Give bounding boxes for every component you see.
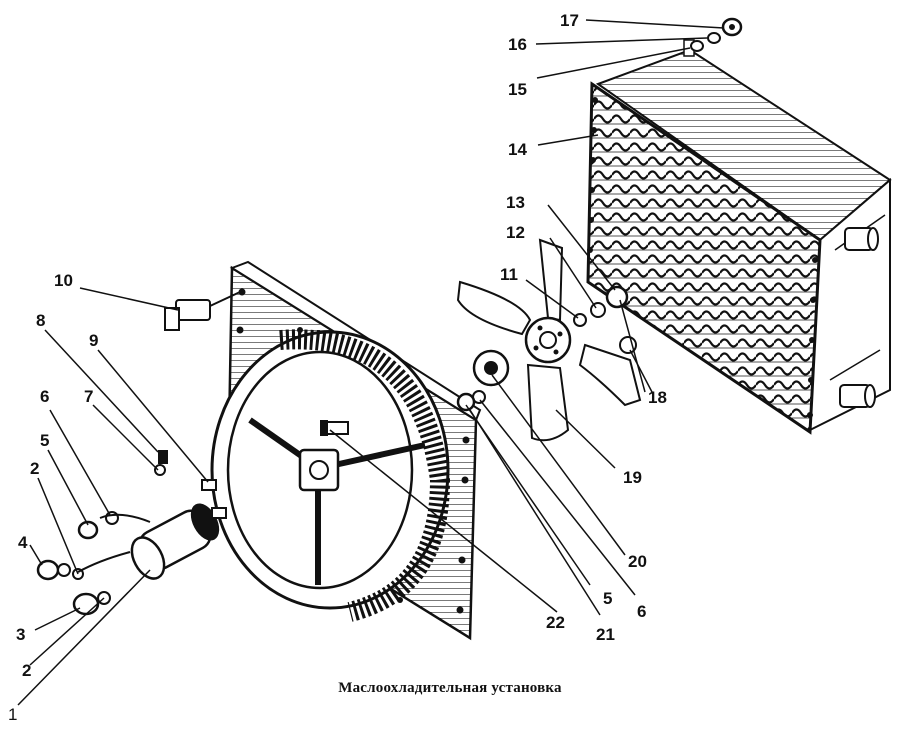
callout-15: 15 bbox=[508, 80, 527, 99]
inlet-pipe bbox=[844, 227, 879, 251]
callout-11: 11 bbox=[500, 265, 518, 284]
callout-14: 14 bbox=[508, 140, 527, 159]
mounting-bolt bbox=[164, 291, 241, 331]
leader-lines bbox=[17, 19, 725, 706]
callout-2b: 2 bbox=[22, 661, 31, 680]
callout-2a: 2 bbox=[30, 459, 39, 478]
callout-numbers: 17 16 15 14 13 12 11 18 19 20 5 6 21 22 … bbox=[8, 11, 667, 724]
fan-hub-parts bbox=[456, 285, 637, 412]
callout-3: 3 bbox=[16, 625, 25, 644]
callout-6a: 6 bbox=[40, 387, 49, 406]
callout-16: 16 bbox=[508, 35, 527, 54]
callout-13: 13 bbox=[506, 193, 525, 212]
fan-blades bbox=[456, 238, 642, 442]
callout-6b: 6 bbox=[637, 602, 646, 621]
radiator-core bbox=[586, 39, 892, 435]
figure-caption: Маслоохладительная установка bbox=[338, 680, 562, 696]
callout-1: 1 bbox=[8, 705, 17, 724]
callout-9: 9 bbox=[89, 331, 98, 350]
callout-18: 18 bbox=[648, 388, 667, 407]
callout-21: 21 bbox=[596, 625, 615, 644]
callout-12: 12 bbox=[506, 223, 525, 242]
callout-10: 10 bbox=[54, 271, 73, 290]
callout-5b: 5 bbox=[603, 589, 612, 608]
small-fasteners bbox=[36, 450, 217, 616]
outlet-pipe bbox=[839, 384, 876, 408]
callout-7: 7 bbox=[84, 387, 93, 406]
callout-5a: 5 bbox=[40, 431, 49, 450]
top-nut-washers bbox=[690, 17, 743, 52]
callout-8: 8 bbox=[36, 311, 45, 330]
callout-20: 20 bbox=[628, 552, 647, 571]
electric-motor bbox=[130, 503, 227, 580]
fan-ring bbox=[210, 329, 451, 622]
callout-22: 22 bbox=[546, 613, 565, 632]
callout-17: 17 bbox=[560, 11, 579, 30]
callout-4: 4 bbox=[18, 533, 28, 552]
callout-19: 19 bbox=[623, 468, 642, 487]
